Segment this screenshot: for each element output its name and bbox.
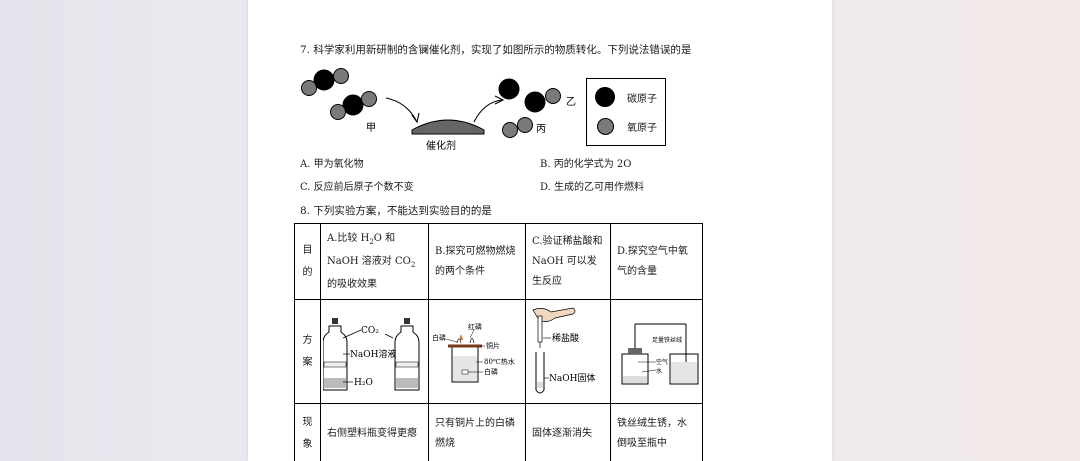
row-purpose: 目的 A.比较 H2O 和 NaOH 溶液对 CO2 的吸收效果 B.探究可燃物…	[294, 223, 703, 300]
option-7b: B. 丙的化学式为 2O	[540, 159, 632, 170]
label-co2: CO₂	[361, 326, 379, 336]
label-red-phosphorus: 红磷	[468, 322, 482, 331]
label-white-phosphorus: 白磷	[432, 333, 446, 342]
question-8-stem: 8. 下列实验方案，不能达到实验目的的是	[300, 205, 492, 217]
label-water: 水	[656, 367, 662, 375]
row-head-scheme: 方案	[294, 299, 321, 404]
question-7-stem: 7. 科学家利用新研制的含镧催化剂，实现了如图所示的物质转化。下列说法错误的是	[300, 44, 692, 56]
molecule-conversion-diagram: 甲 催化剂 丙 乙	[301, 68, 576, 152]
legend-carbon: 碳原子	[595, 87, 657, 107]
carbon-atom-icon	[595, 87, 615, 107]
scheme-a: CO₂ NaOH溶液 H₂O	[320, 299, 429, 404]
label-yi: 乙	[566, 96, 576, 108]
row-head-purpose: 目的	[294, 223, 321, 300]
label-catalyst: 催化剂	[426, 139, 456, 152]
option-7d: D. 生成的乙可用作燃料	[540, 182, 645, 193]
purpose-c: C.验证稀盐酸和 NaOH 可以发生反应	[525, 223, 611, 300]
oxygen-atom-icon	[597, 118, 614, 135]
experiment-table: 目的 A.比较 H2O 和 NaOH 溶液对 CO2 的吸收效果 B.探究可燃物…	[294, 223, 703, 461]
document-page: 7. 科学家利用新研制的含镧催化剂，实现了如图所示的物质转化。下列说法错误的是 …	[248, 0, 832, 461]
phenomenon-b: 只有铜片上的白磷燃烧	[428, 403, 526, 461]
legend-oxygen: 氧原子	[595, 118, 657, 135]
molecule-bing	[498, 78, 561, 113]
catalyst-shape	[411, 119, 485, 135]
option-7a: A. 甲为氧化物	[300, 159, 364, 170]
scheme-b: 白磷 红磷 铜片 80℃热水 白磷	[428, 299, 526, 404]
label-bing: 丙	[536, 124, 546, 135]
label-copper-sheet: 铜片	[486, 341, 500, 350]
label-jia: 甲	[366, 123, 376, 134]
molecule-jia-lower	[330, 91, 377, 120]
label-dilute-hcl: 稀盐酸	[552, 332, 579, 344]
row-scheme: 方案 CO₂ NaOH溶液	[294, 299, 703, 404]
label-white-phosphorus-2: 白磷	[484, 367, 498, 376]
purpose-a: A.比较 H2O 和 NaOH 溶液对 CO2 的吸收效果	[320, 223, 429, 300]
molecule-yi	[502, 117, 533, 138]
label-air: 空气	[656, 358, 668, 366]
phenomenon-c: 固体逐渐消失	[525, 403, 611, 461]
row-head-phenomenon: 现象	[294, 403, 321, 461]
row-phenomenon: 现象 右侧塑料瓶变得更瘪 只有铜片上的白磷燃烧 固体逐渐消失 铁丝绒生锈，水倒吸…	[294, 403, 703, 461]
scheme-d: 足量铁丝绒 空气 水	[610, 299, 703, 404]
scheme-c: 稀盐酸 NaOH固体	[525, 299, 611, 404]
purpose-b: B.探究可燃物燃烧的两个条件	[428, 223, 526, 300]
purpose-d: D.探究空气中氧气的含量	[610, 223, 703, 300]
option-7c: C. 反应前后原子个数不变	[300, 182, 414, 193]
label-iron-wool: 足量铁丝绒	[652, 336, 682, 344]
atom-legend: 碳原子 氧原子	[586, 78, 666, 146]
scheme-a-bottles: CO₂ NaOH溶液 H₂O	[322, 317, 419, 390]
label-naoh-solution: NaOH溶液	[350, 348, 396, 360]
label-naoh-solid: NaOH固体	[549, 372, 595, 384]
scheme-c-test-tube: 稀盐酸 NaOH固体	[532, 307, 595, 393]
scheme-b-beaker: 白磷 红磷 铜片 80℃热水 白磷	[432, 322, 515, 382]
scheme-d-apparatus: 足量铁丝绒 空气 水	[621, 323, 698, 384]
phenomenon-d: 铁丝绒生锈，水倒吸至瓶中	[610, 403, 703, 461]
label-hot-water: 80℃热水	[484, 357, 515, 366]
phenomenon-a: 右侧塑料瓶变得更瘪	[320, 403, 429, 461]
label-h2o: H₂O	[354, 378, 373, 388]
molecule-jia-upper	[301, 68, 349, 96]
